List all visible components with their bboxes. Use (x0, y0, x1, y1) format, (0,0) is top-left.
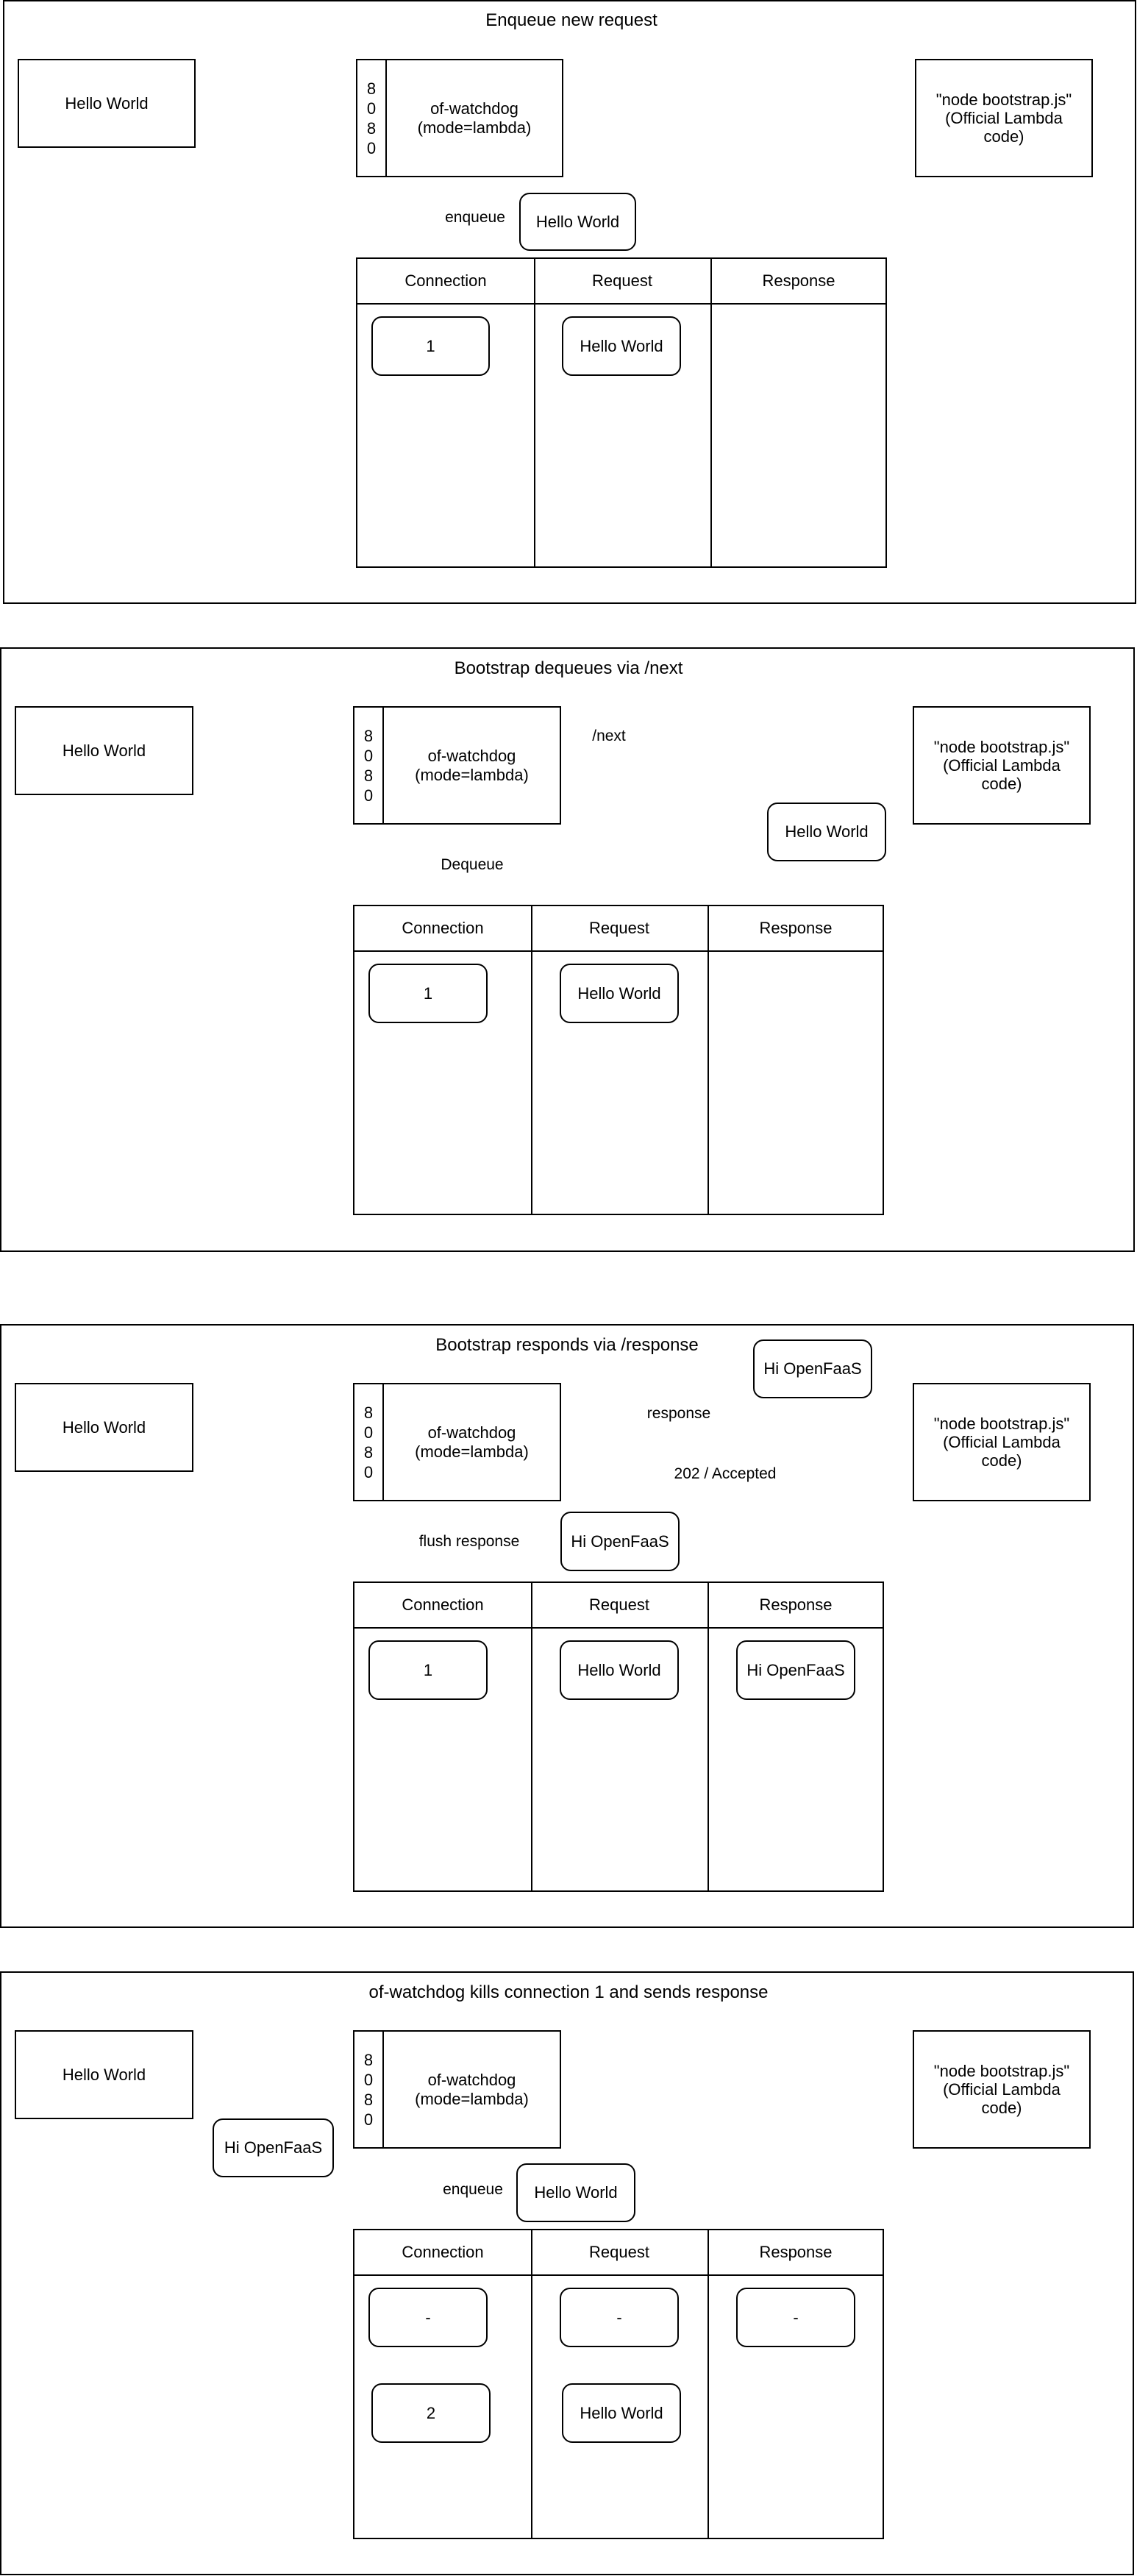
port-digit: 8 (363, 2050, 374, 2069)
column-request (534, 259, 712, 566)
port-label: 8 0 8 0 (354, 2032, 384, 2147)
cell-connection: 1 (371, 316, 490, 376)
port-label: 8 0 8 0 (357, 60, 387, 176)
panel-title: Bootstrap dequeues via /next (454, 658, 683, 678)
watchdog-label: of-watchdog (mode=lambda) (415, 1423, 529, 1461)
message-hi: Hi OpenFaaS (753, 1339, 872, 1398)
column-connection (354, 1583, 532, 1890)
panel-title: of-watchdog kills connection 1 and sends… (368, 1982, 769, 2002)
header-response: Response (759, 919, 833, 937)
port-digit: 8 (363, 2090, 374, 2109)
column-request (531, 906, 709, 1214)
column-request (531, 2230, 709, 2538)
cell-response: Hi OpenFaaS (736, 1640, 855, 1700)
port-label: 8 0 8 0 (354, 708, 384, 823)
bootstrap-box: "node bootstrap.js" (Official Lambda cod… (915, 59, 1093, 177)
flush-label: flush response (417, 1533, 521, 1551)
header-response: Response (759, 2243, 833, 2261)
port-digit: 8 (366, 118, 377, 138)
queue-table: Connection Request Response (353, 905, 884, 1215)
port-digit: 0 (363, 2070, 374, 2089)
header-request: Request (592, 271, 652, 290)
port-digit: 0 (363, 786, 374, 805)
port-digit: 0 (363, 2110, 374, 2129)
cell-connection: 2 (371, 2383, 491, 2443)
header-request: Request (589, 2243, 649, 2261)
message-hi: Hi OpenFaaS (213, 2118, 334, 2177)
header-connection: Connection (402, 919, 484, 937)
column-connection (354, 906, 532, 1214)
watchdog-label: of-watchdog (mode=lambda) (415, 2071, 529, 2108)
bootstrap-box: "node bootstrap.js" (Official Lambda cod… (913, 706, 1091, 825)
port-digit: 8 (363, 1403, 374, 1422)
column-request (531, 1583, 709, 1890)
client-box: Hello World (15, 706, 193, 795)
watchdog-label: of-watchdog (mode=lambda) (417, 99, 532, 137)
bootstrap-box: "node bootstrap.js" (Official Lambda cod… (913, 1383, 1091, 1501)
port-label: 8 0 8 0 (354, 1384, 384, 1500)
enqueue-label: enqueue (443, 209, 507, 227)
header-connection: Connection (402, 1595, 484, 1614)
port-digit: 8 (366, 79, 377, 98)
watchdog-box: 8 0 8 0 of-watchdog (mode=lambda) (353, 1383, 561, 1501)
queue-table: Connection Request Response (353, 1581, 884, 1892)
port-digit: 0 (366, 99, 377, 118)
table-header (357, 259, 885, 305)
cell-connection: 1 (368, 1640, 488, 1700)
message-hello: Hello World (516, 2163, 635, 2222)
watchdog-box: 8 0 8 0 of-watchdog (mode=lambda) (353, 2030, 561, 2149)
port-digit: 8 (363, 766, 374, 785)
table-header (354, 1583, 883, 1629)
port-digit: 0 (363, 1462, 374, 1481)
watchdog-box: 8 0 8 0 of-watchdog (mode=lambda) (353, 706, 561, 825)
client-box: Hello World (15, 2030, 193, 2119)
watchdog-box: 8 0 8 0 of-watchdog (mode=lambda) (356, 59, 563, 177)
port-digit: 0 (363, 746, 374, 765)
cell-connection: 1 (368, 964, 488, 1023)
header-request: Request (589, 1595, 649, 1614)
header-response: Response (759, 1595, 833, 1614)
cell-request: Hello World (560, 1640, 679, 1700)
header-response: Response (762, 271, 835, 290)
next-label: /next (591, 727, 627, 745)
header-request: Request (589, 919, 649, 937)
cell-request: Hello World (562, 2383, 681, 2443)
accepted-label: 202 / Accepted (672, 1465, 778, 1483)
cell-request: Hello World (562, 316, 681, 376)
port-digit: 8 (363, 1442, 374, 1462)
table-header (354, 2230, 883, 2276)
client-box: Hello World (18, 59, 196, 148)
dequeue-label: Dequeue (439, 856, 505, 874)
column-connection (354, 2230, 532, 2538)
table-header (354, 906, 883, 952)
column-connection (357, 259, 535, 566)
message-hello: Hello World (767, 803, 886, 861)
message-hi: Hi OpenFaaS (560, 1512, 680, 1571)
queue-table: Connection Request Response (356, 257, 887, 568)
port-digit: 0 (366, 138, 377, 157)
response-label: response (645, 1405, 713, 1423)
header-connection: Connection (404, 271, 487, 290)
port-digit: 8 (363, 726, 374, 745)
client-box: Hello World (15, 1383, 193, 1472)
panel-title: Enqueue new request (485, 10, 657, 30)
panel-title: Bootstrap responds via /response (435, 1335, 699, 1355)
header-connection: Connection (402, 2243, 484, 2261)
bootstrap-box: "node bootstrap.js" (Official Lambda cod… (913, 2030, 1091, 2149)
cell-request: - (560, 2288, 679, 2347)
message-hello: Hello World (519, 193, 636, 251)
watchdog-label: of-watchdog (mode=lambda) (415, 747, 529, 784)
port-digit: 0 (363, 1423, 374, 1442)
cell-request: Hello World (560, 964, 679, 1023)
cell-connection: - (368, 2288, 488, 2347)
enqueue-label: enqueue (441, 2181, 505, 2199)
cell-response: - (736, 2288, 855, 2347)
